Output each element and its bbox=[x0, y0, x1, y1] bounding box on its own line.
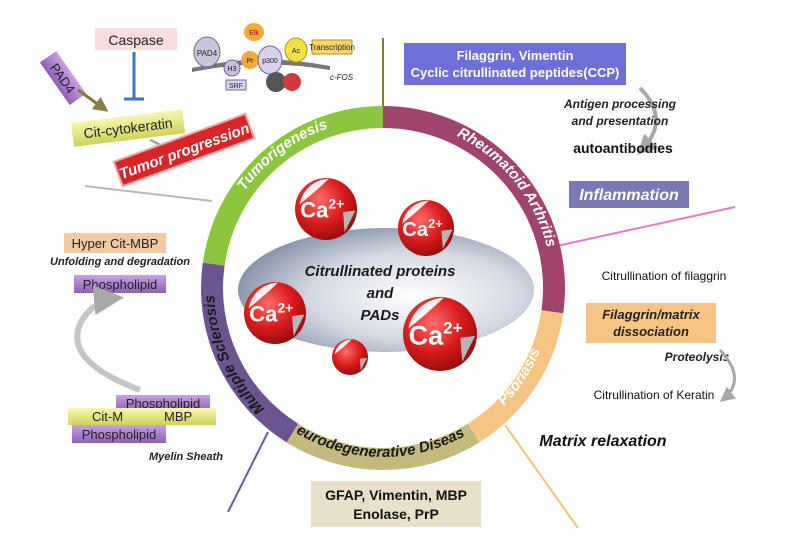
calcium-ion: Ca2+ bbox=[244, 282, 306, 344]
p300-label: p300 bbox=[262, 58, 278, 65]
calcium-ion-sphere bbox=[332, 339, 368, 375]
ra-curved-arrow bbox=[637, 86, 659, 155]
divider-bottom-left bbox=[227, 431, 269, 513]
matrix-relaxation: Matrix relaxation bbox=[539, 433, 666, 450]
calcium-ion-label: Ca2+ bbox=[300, 196, 344, 223]
ra-autoantibodies: autoantibodies bbox=[573, 140, 673, 156]
neuro-line1: GFAP, Vimentin, MBP bbox=[325, 487, 467, 503]
pad4-tab: PAD4 bbox=[39, 50, 87, 106]
phospholipid-lower-box bbox=[72, 425, 166, 443]
h3-protein bbox=[223, 59, 241, 77]
ac-label: Ac bbox=[292, 48, 301, 55]
ring-segment-psoriasis bbox=[467, 310, 564, 443]
calcium-ion-highlight bbox=[299, 178, 330, 205]
h3-label: H3 bbox=[228, 66, 237, 73]
calcium-ion-label: Ca2+ bbox=[409, 318, 463, 350]
neuro-panel: GFAP, Vimentin, MBP Enolase, PrP bbox=[311, 481, 481, 527]
ra-antigen-processing-2: and presentation bbox=[572, 114, 669, 128]
dissociation-line2: dissociation bbox=[613, 324, 689, 339]
ms-curved-arrow bbox=[74, 285, 142, 393]
citrullination-keratin: Citrullination of Keratin bbox=[594, 388, 715, 402]
phospholipid-top-label: Phospholipid bbox=[83, 277, 157, 292]
cit-m-label: Cit-M bbox=[92, 409, 123, 424]
ms-panel: Hyper Cit-MBP Unfolding and degradation … bbox=[50, 233, 223, 463]
psoriasis-curved-arrow bbox=[718, 348, 737, 402]
neuro-box bbox=[311, 481, 481, 527]
cfos-label: c-FOS bbox=[330, 73, 354, 82]
myelin-sheath-label: Myelin Sheath bbox=[149, 451, 223, 463]
calcium-ion-shade bbox=[441, 229, 453, 249]
caspase-label: Caspase bbox=[108, 32, 163, 48]
phospholipid-lower-label: Phospholipid bbox=[82, 427, 156, 442]
ac-protein bbox=[284, 37, 308, 63]
neuro-line2: Enolase, PrP bbox=[353, 506, 439, 522]
calcium-ion-shade bbox=[343, 210, 356, 233]
srf-label: SRF bbox=[229, 83, 243, 90]
calcium-ion bbox=[332, 339, 368, 375]
calcium-ion-shade bbox=[292, 314, 305, 337]
unfolding-label: Unfolding and degradation bbox=[50, 256, 190, 268]
pr-protein bbox=[241, 51, 259, 69]
divider-left bbox=[84, 185, 213, 202]
mbp-label: MBP bbox=[164, 409, 192, 424]
psoriasis-panel: Citrullination of filaggrin Filaggrin/ma… bbox=[539, 269, 737, 450]
divider-right bbox=[551, 206, 736, 248]
proteolysis-label: Proteolysis bbox=[665, 350, 730, 364]
srf-protein bbox=[225, 79, 247, 91]
elk-protein bbox=[244, 23, 264, 41]
ra-antigen-line1: Filaggrin, Vimentin bbox=[457, 48, 574, 63]
phospholipid-upper-label: Phospholipid bbox=[126, 396, 200, 411]
citrullination-filaggrin: Citrullination of filaggrin bbox=[602, 269, 727, 283]
hyper-cit-mbp-label: Hyper Cit-MBP bbox=[72, 236, 159, 251]
calcium-ion-highlight bbox=[408, 297, 444, 329]
ring-segment-neurodegenerative bbox=[286, 423, 480, 471]
center-title-line2: and bbox=[367, 285, 395, 302]
calcium-ion-highlight bbox=[334, 339, 352, 355]
center-title-line3: PADs bbox=[361, 307, 400, 324]
pr-label: Pr bbox=[247, 58, 255, 65]
calcium-ions: Ca2+ Ca2+ Ca2+ Ca2+ bbox=[244, 178, 477, 375]
ring-segment-rheumatoid-arthritis bbox=[383, 106, 565, 314]
caspase-box bbox=[95, 28, 177, 50]
transcription-box bbox=[311, 39, 353, 55]
calcium-ion-highlight bbox=[248, 282, 279, 309]
calcium-ion-shade bbox=[460, 335, 476, 362]
calcium-ion-shade bbox=[359, 357, 368, 371]
transcription-complex: PAD4 H3 Pr Elk p300 Ac SRF Transcription… bbox=[192, 23, 355, 92]
nucleosome-red bbox=[283, 73, 301, 91]
dissociation-box bbox=[586, 303, 716, 343]
calcium-ion: Ca2+ bbox=[403, 297, 477, 371]
ring-segment-multiple-sclerosis bbox=[201, 262, 299, 443]
inflammation-box bbox=[567, 179, 691, 210]
calcium-ion-highlight bbox=[402, 200, 429, 224]
pad4-protein-label: PAD4 bbox=[197, 49, 218, 58]
calcium-ion: Ca2+ bbox=[295, 178, 357, 240]
calcium-ion: Ca2+ bbox=[398, 200, 454, 256]
ring-segment-tumorigenesis bbox=[202, 106, 383, 266]
calcium-ion-label: Ca2+ bbox=[402, 216, 443, 241]
divider-bottom-right bbox=[504, 424, 579, 529]
ra-antigen-box bbox=[404, 43, 626, 85]
phospholipid-upper-box bbox=[116, 395, 210, 412]
center-title-line1: Citrullinated proteins bbox=[305, 263, 456, 280]
dissociation-line1: Filaggrin/matrix bbox=[602, 307, 700, 322]
nucleosome-dark bbox=[266, 72, 286, 92]
hyper-cit-mbp-box bbox=[64, 233, 166, 253]
elk-label: Elk bbox=[249, 30, 259, 37]
inflammation-label: Inflammation bbox=[579, 187, 679, 204]
mbp-bar bbox=[68, 408, 216, 425]
ra-antigen-processing-1: Antigen processing bbox=[563, 97, 677, 111]
pad4-arrow bbox=[77, 88, 109, 112]
ra-antigen-line2: Cyclic citrullinated peptides(CCP) bbox=[411, 65, 620, 80]
pad4-protein bbox=[193, 36, 221, 68]
ra-panel: Filaggrin, Vimentin Cyclic citrullinated… bbox=[404, 43, 691, 210]
calcium-ion-label: Ca2+ bbox=[249, 300, 293, 327]
transcription-label: Transcription bbox=[309, 43, 355, 52]
